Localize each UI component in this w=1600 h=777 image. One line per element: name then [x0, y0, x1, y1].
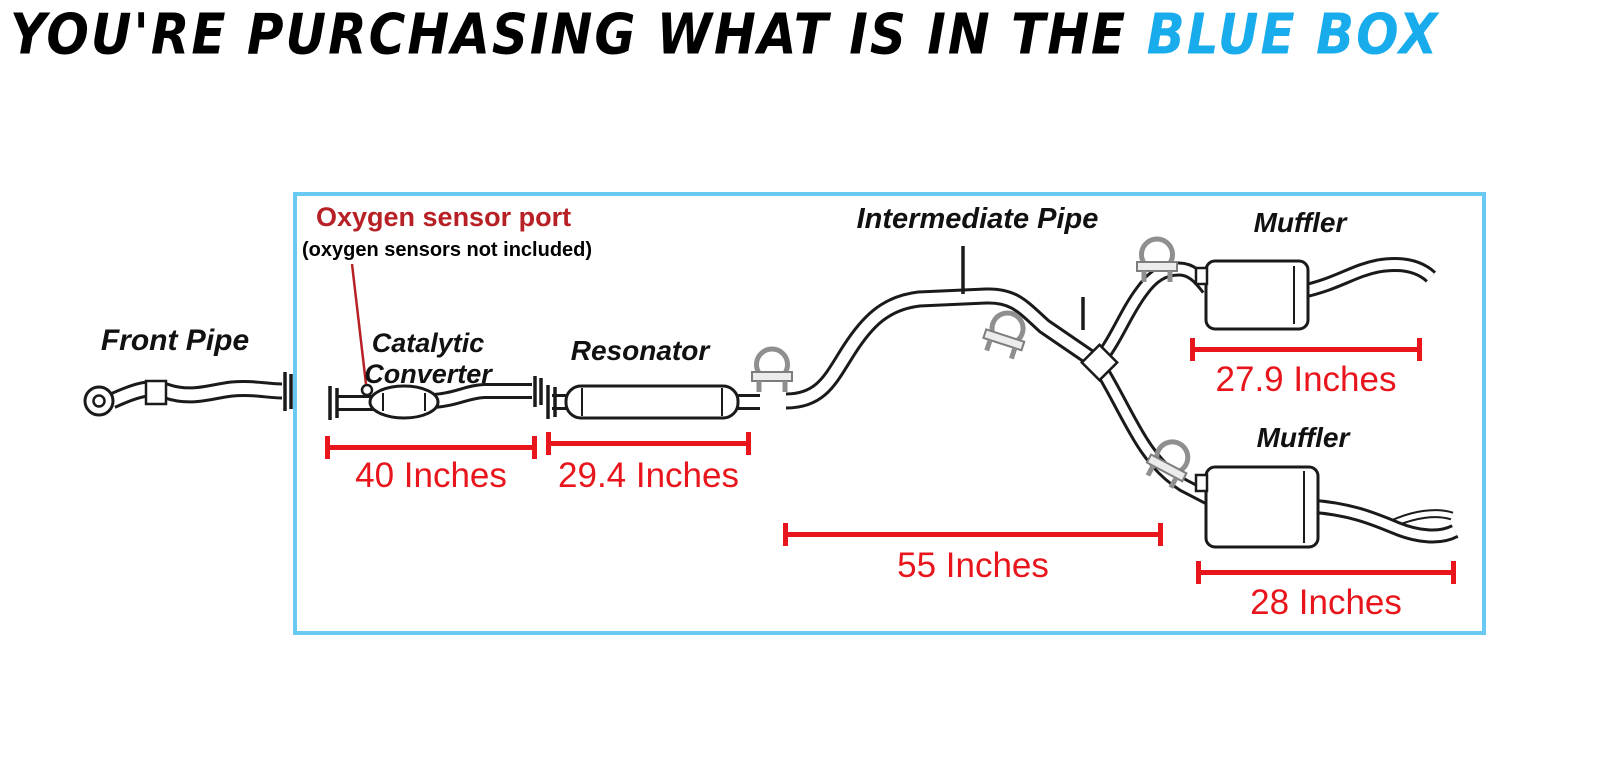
title-highlight: BLUE BOX [1146, 2, 1440, 67]
measure-line-intermediate [783, 523, 1163, 546]
page-title: YOU'RE PURCHASING WHAT IS IN THE BLUE BO… [10, 2, 1439, 67]
measure-line-catalytic [325, 436, 537, 459]
oxygen-sensor-port-label: Oxygen sensor port [316, 202, 572, 232]
catalytic-converter-label: Catalytic Converter [360, 328, 496, 390]
title-prefix: YOU'RE PURCHASING WHAT IS IN THE [10, 2, 1147, 67]
resonator-drawing [546, 384, 760, 420]
oxygen-sensor-note: (oxygen sensors not included) [302, 239, 593, 261]
measure-value-muffler-top: 27.9 Inches [1215, 360, 1397, 399]
measure-line-muffler-top [1190, 338, 1422, 361]
measure-value-resonator: 29.4 Inches [558, 456, 739, 495]
catalytic-converter-label-line2: Converter [364, 359, 492, 389]
muffler-bottom-drawing [1194, 465, 1459, 549]
measure-line-resonator [546, 432, 751, 455]
blue-box [293, 192, 1486, 635]
resonator-label: Resonator [570, 335, 710, 366]
measure-value-muffler-bottom: 28 Inches [1250, 583, 1402, 622]
front-pipe-label: Front Pipe [100, 324, 250, 357]
pipe-clamps [752, 239, 1197, 491]
intermediate-pipe-drawing [785, 246, 1214, 506]
muffler-top-drawing [1194, 256, 1437, 331]
measure-value-catalytic: 40 Inches [355, 456, 507, 495]
muffler-top-label: Muffler [1253, 207, 1347, 238]
pipe-clamp-icon [752, 349, 792, 392]
oxygen-pointer-line [350, 263, 368, 385]
front-pipe-drawing [83, 372, 293, 417]
pipe-junction [1080, 343, 1119, 382]
catalytic-converter-label-line1: Catalytic [371, 328, 485, 358]
catalytic-converter-drawing [328, 376, 543, 420]
measure-line-muffler-bottom [1196, 561, 1456, 584]
oxygen-sensor-port-stub [360, 383, 374, 397]
muffler-bottom-label: Muffler [1256, 422, 1350, 453]
measure-value-intermediate: 55 Inches [897, 546, 1049, 585]
intermediate-pipe-label: Intermediate Pipe [856, 203, 1099, 235]
